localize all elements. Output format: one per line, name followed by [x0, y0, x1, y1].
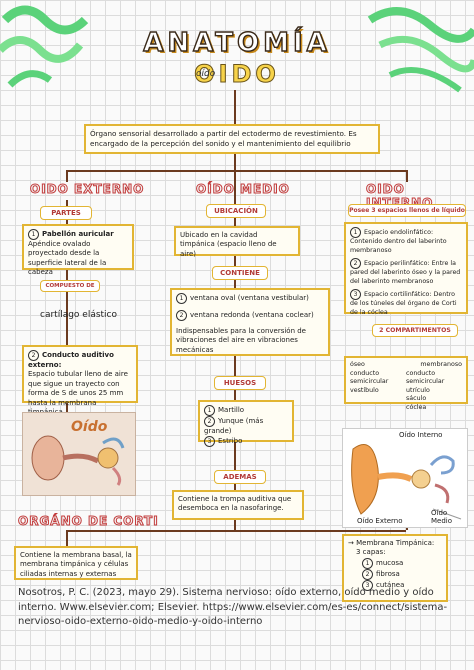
- page-title: ANATOMÍA: [143, 27, 331, 58]
- timpano-title: Membrana Timpánica:: [356, 539, 435, 547]
- number-2-icon: 2: [362, 568, 373, 580]
- memb-item-3: sáculo: [406, 395, 427, 402]
- citation: Nosotros, P. C. (2023, mayo 29). Sistema…: [18, 587, 448, 627]
- intro-text: Órgano sensorial desarrollado a partir d…: [90, 129, 357, 148]
- externo-title: OIDO EXTERNO: [29, 182, 145, 197]
- ventana-oval: ventana oval (ventana vestibular): [190, 294, 309, 302]
- conducto-desc: Espacio tubular lleno de aire que sigue …: [28, 370, 128, 416]
- intro-box: Órgano sensorial desarrollado a partir d…: [84, 124, 380, 154]
- memb-item-2: utrículo: [406, 386, 430, 394]
- diagram-label-externo: Oído Externo: [357, 517, 403, 525]
- connector-main: [234, 90, 236, 124]
- posee-label: Posee 3 espacios llenos de líquido: [348, 204, 466, 217]
- connector-intro: [234, 154, 236, 170]
- ademas-box: Contiene la trompa auditiva que desemboc…: [172, 490, 304, 520]
- connector-right: [406, 170, 408, 182]
- corti-desc: Contiene la membrana basal, la membrana …: [20, 551, 132, 578]
- medio-title: OÍDO MEDIO: [196, 182, 290, 197]
- espacio-2: Espacio perilinfático: Entre la pared de…: [350, 260, 461, 285]
- number-2-icon: 2: [350, 258, 361, 269]
- number-2-icon: 2: [28, 350, 39, 361]
- compartimentos-label: 2 COMPARTIMENTOS: [372, 324, 458, 337]
- subtitle-small: oído: [196, 69, 216, 79]
- conducto-title: Conducto auditivo externo:: [28, 351, 114, 369]
- number-3-icon: 3: [204, 436, 215, 448]
- ademas-label: ADEMAS: [214, 470, 266, 484]
- number-1-icon: 1: [28, 229, 39, 240]
- memb-item-1: conducto semicircular: [406, 369, 445, 386]
- capa-3: cutánea: [376, 580, 405, 589]
- diagram-label-medio: Oído Medio: [431, 509, 453, 525]
- number-2-icon: 2: [204, 416, 215, 427]
- membranoso-label: membranoso: [420, 361, 462, 368]
- connector-bottom-left: [66, 530, 68, 546]
- number-1-icon: 1: [362, 557, 373, 569]
- connector-bottom: [66, 530, 406, 532]
- ear-illustration: [31, 435, 125, 486]
- connector-top: [66, 170, 406, 172]
- number-3-icon: 3: [350, 289, 361, 300]
- arrow-icon: →: [348, 539, 354, 547]
- compartimentos-box: óseo membranoso conducto semicircular ve…: [344, 356, 468, 411]
- hueso-3: Estribo: [218, 437, 243, 446]
- contiene-label: CONTIENE: [212, 266, 268, 280]
- diagram-label-interno: Oído Interno: [399, 431, 443, 439]
- number-1-icon: 1: [176, 293, 187, 304]
- espacio-1: Espacio endolinfático: Contenido dentro …: [350, 229, 447, 254]
- memb-item-4: cóclea: [406, 403, 427, 411]
- compuesto-value: cartílago elástico: [40, 310, 118, 320]
- indispensable-text: Indispensables para la conversión de vib…: [176, 327, 306, 354]
- oseo-item-2: vestíbulo: [350, 386, 379, 394]
- ventana-redonda: ventana redonda (ventana coclear): [190, 311, 314, 319]
- decor-wave-right: [367, 7, 474, 93]
- ademas-text: Contiene la trompa auditiva que desemboc…: [178, 495, 292, 513]
- ubicacion-text: Ubicado en la cavidad timpánica (espacio…: [180, 231, 277, 258]
- hueso-1: Martillo: [218, 406, 245, 414]
- corti-title: ORGÁNO DE CORTI: [18, 514, 159, 529]
- number-3-icon: 3: [362, 579, 373, 591]
- huesos-label: HUESOS: [214, 376, 266, 390]
- externo-ear-image: Oído: [22, 412, 136, 496]
- compuesto-label: COMPUESTO DE: [40, 280, 100, 292]
- ear-diagram-illustration: [351, 444, 462, 520]
- ubicacion-label: UBICACIÓN: [206, 204, 266, 218]
- oseo-item-1: conducto semicircular: [350, 369, 389, 386]
- hueso-2: Yunque (más grande): [204, 417, 264, 435]
- capa-2: fibrosa: [376, 569, 400, 578]
- ubicacion-box: Ubicado en la cavidad timpánica (espacio…: [174, 226, 300, 258]
- page-subtitle: OIDO: [194, 60, 280, 89]
- decor-wave-left: [0, 5, 89, 88]
- number-2-icon: 2: [176, 310, 187, 321]
- capas-label: 3 capas:: [356, 548, 386, 557]
- pabellon-title: Pabellón auricular: [42, 230, 114, 238]
- ear-diagram: Oído Interno Oído Externo Oído Medio: [342, 428, 468, 528]
- corti-box: Contiene la membrana basal, la membrana …: [14, 546, 138, 580]
- capa-1: mucosa: [376, 558, 404, 567]
- number-1-icon: 1: [204, 405, 215, 416]
- espacio-3: Espacio cortilinfático: Dentro de los tú…: [350, 291, 457, 316]
- pabellon-desc: Apéndice ovalado proyectado desde la sup…: [28, 240, 107, 277]
- number-1-icon: 1: [350, 227, 361, 238]
- connector-left: [66, 170, 68, 182]
- oseo-label: óseo: [350, 361, 365, 368]
- externo-image-label: Oído: [71, 419, 108, 435]
- externo-parts-label: PARTES: [40, 206, 92, 220]
- connector-ext: [66, 200, 68, 415]
